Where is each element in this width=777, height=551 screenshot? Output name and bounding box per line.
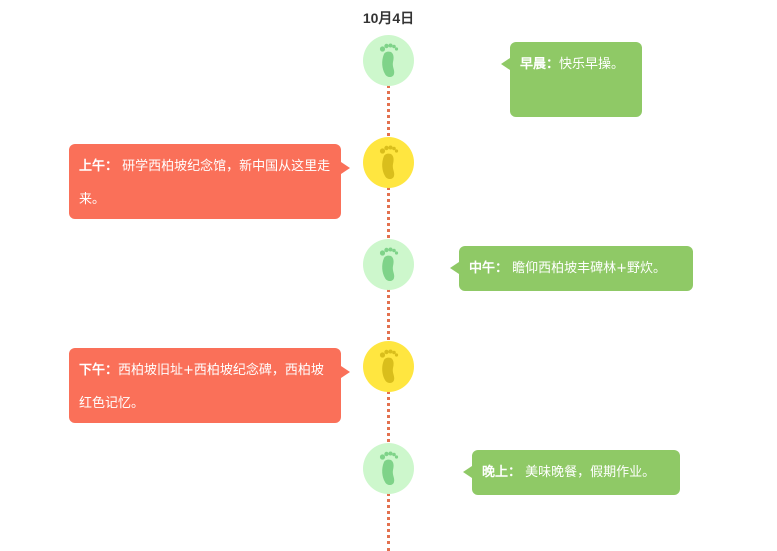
event-label: 下午：	[79, 363, 119, 378]
event-label: 上午：	[79, 159, 119, 174]
timeline-node-afternoon	[363, 341, 414, 392]
event-text: 快乐早操。	[559, 57, 625, 72]
timeline-line	[387, 78, 390, 551]
footprint-icon	[379, 145, 399, 179]
footprint-icon	[379, 43, 399, 77]
footprint-icon	[379, 349, 399, 383]
footprint-icon	[379, 247, 399, 281]
event-text: 美味晚餐，假期作业。	[521, 465, 656, 480]
event-label: 晚上：	[482, 465, 522, 480]
footprint-icon	[379, 451, 399, 485]
event-label: 中午：	[469, 261, 509, 276]
event-bubble-noon: 中午： 瞻仰西柏坡丰碑林+野炊。	[450, 246, 693, 291]
event-bubble-afternoon: 下午：西柏坡旧址+西柏坡纪念碑，西柏坡红色记忆。	[69, 348, 350, 423]
event-text: 西柏坡旧址+西柏坡纪念碑，西柏坡红色记忆。	[79, 363, 324, 411]
event-label: 早晨：	[520, 57, 560, 72]
event-text: 研学西柏坡纪念馆，新中国从这里走来。	[79, 159, 331, 207]
timeline-node-evening	[363, 443, 414, 494]
timeline-node-morning	[363, 35, 414, 86]
event-bubble-evening: 晚上： 美味晚餐，假期作业。	[463, 450, 680, 495]
timeline-date: 10月4日	[362, 10, 415, 26]
timeline-node-noon	[363, 239, 414, 290]
event-text: 瞻仰西柏坡丰碑林+野炊。	[508, 261, 667, 276]
timeline-node-forenoon	[363, 137, 414, 188]
event-bubble-morning: 早晨：快乐早操。	[501, 42, 642, 117]
event-bubble-forenoon: 上午： 研学西柏坡纪念馆，新中国从这里走来。	[69, 144, 350, 219]
